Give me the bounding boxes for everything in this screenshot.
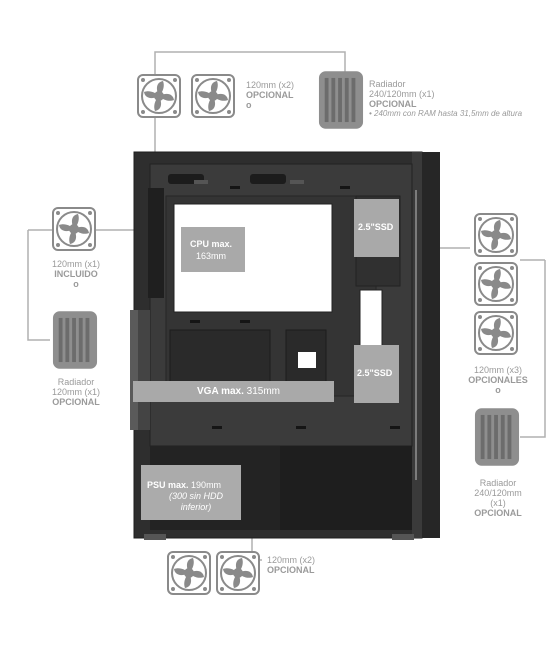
fan-icon	[216, 551, 260, 595]
bottom-fans-size: 120mm (x2)	[267, 555, 316, 565]
top-radiator-label: Radiador 240/120mm (x1) OPCIONAL • 240mm…	[369, 79, 522, 119]
psu-max-value: 190mm	[191, 480, 222, 490]
left-fan-included: INCLUIDO	[54, 269, 98, 279]
right-rad-size: 240/120mm	[474, 488, 522, 498]
ssd-slot-top: 2.5"SSD	[354, 199, 399, 257]
left-rad-size: 120mm (x1)	[51, 387, 100, 397]
left-rad-optional: OPCIONAL	[52, 397, 100, 407]
left-fan-or: o	[73, 279, 79, 289]
top-fans-size: 120mm (x2)	[246, 80, 295, 90]
top-fans-label: 120mm (x2) OPCIONAL o	[246, 80, 294, 110]
right-rad-title: Radiador	[479, 478, 517, 488]
ssd-slot-bottom: 2.5"SSD	[354, 345, 399, 403]
cpu-max-value: 163mm	[196, 251, 227, 261]
psu-clearance-box: PSU max. 190mm (300 sin HDD inferior)	[141, 465, 241, 520]
fan-icon	[52, 207, 96, 251]
vga-clearance-bar: VGA max. 315mm	[133, 381, 334, 402]
right-rad-count: (x1)	[490, 498, 506, 508]
ssd-bottom-label: 2.5"SSD	[357, 368, 393, 378]
cpu-clearance-box: CPU max. 163mm	[181, 227, 245, 272]
left-radiator-label: Radiador 120mm (x1) OPCIONAL	[45, 377, 107, 407]
radiator-icon	[52, 310, 98, 370]
top-rad-note: • 240mm con RAM hasta 31,5mm de altura	[369, 109, 523, 118]
fan-icon	[474, 311, 518, 355]
top-rad-size: 240/120mm (x1)	[369, 89, 435, 99]
vga-max-value: 315mm	[246, 386, 281, 397]
right-fans-size: 120mm (x3)	[473, 365, 522, 375]
left-rad-title: Radiador	[57, 377, 95, 387]
right-radiator-label: Radiador 240/120mm (x1) OPCIONAL	[460, 478, 536, 518]
fan-icon	[191, 74, 235, 118]
fan-icon	[137, 74, 181, 118]
left-fan-label: 120mm (x1) INCLUIDO o	[45, 259, 107, 289]
right-fans-or: o	[495, 385, 501, 395]
bottom-fans-optional: OPCIONAL	[267, 565, 315, 575]
psu-max-label: PSU max.	[147, 480, 189, 490]
psu-note: (300 sin HDD inferior)	[168, 491, 224, 512]
fan-icon	[474, 213, 518, 257]
top-fans-or: o	[246, 100, 252, 110]
right-fans-optional: OPCIONALES	[468, 375, 528, 385]
bottom-fans-label: 120mm (x2) OPCIONAL	[267, 555, 315, 575]
radiator-icon	[318, 70, 364, 130]
top-rad-title: Radiador	[369, 79, 406, 89]
top-fans-optional: OPCIONAL	[246, 90, 294, 100]
cpu-max-label: CPU max.	[190, 239, 233, 249]
ssd-top-label: 2.5"SSD	[358, 222, 394, 232]
top-rad-optional: OPCIONAL	[369, 99, 417, 109]
right-fans-label: 120mm (x3) OPCIONALES o	[463, 365, 533, 395]
left-fan-size: 120mm (x1)	[51, 259, 100, 269]
fan-icon	[167, 551, 211, 595]
vga-max-label: VGA max.	[197, 386, 244, 397]
right-rad-optional: OPCIONAL	[474, 508, 522, 518]
fan-icon	[474, 262, 518, 306]
radiator-icon	[474, 407, 520, 467]
